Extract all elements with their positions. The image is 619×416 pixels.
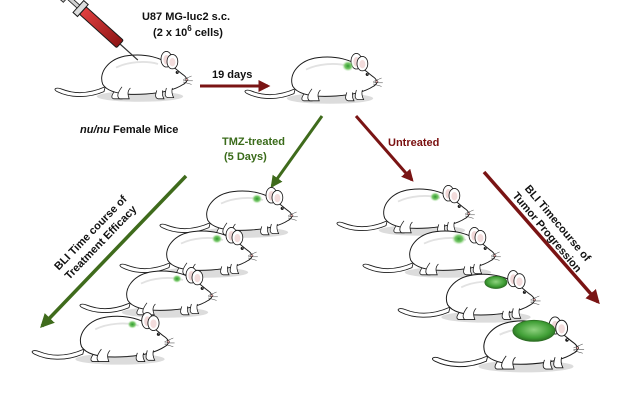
tumor-mouse-day19: [244, 52, 384, 105]
untreated-arrow: [354, 115, 414, 182]
treated-mouse-2: [119, 226, 259, 279]
injected-mouse: [54, 50, 194, 103]
untreated-mouse-1: [336, 184, 476, 237]
untreated-label: Untreated: [388, 137, 439, 149]
treated-mouse-4: [31, 311, 176, 366]
treated-label-line2: (5 Days): [224, 151, 267, 163]
efficacy-timeline-arrow: [40, 174, 188, 329]
treated-arrow: [270, 115, 324, 188]
progression-label: BLI Timecourse of Tumor Progression: [510, 183, 593, 275]
cells-label-line2: (2 x 106 cells): [153, 24, 223, 39]
untreated-mouse-4: [431, 315, 586, 374]
days-label: 19 days: [212, 69, 252, 81]
untreated-mouse-2: [362, 226, 502, 279]
syringe-icon: [59, 0, 139, 61]
cells-label-line1: U87 MG-luc2 s.c.: [142, 11, 230, 23]
untreated-mouse-3: [397, 269, 542, 324]
treated-label-line1: TMZ-treated: [222, 136, 285, 148]
treated-mouse-1: [159, 186, 299, 239]
progression-timeline-arrow: [482, 170, 600, 305]
treated-mouse-3: [79, 266, 219, 319]
mice-label: nu/nu Female Mice: [80, 124, 178, 136]
